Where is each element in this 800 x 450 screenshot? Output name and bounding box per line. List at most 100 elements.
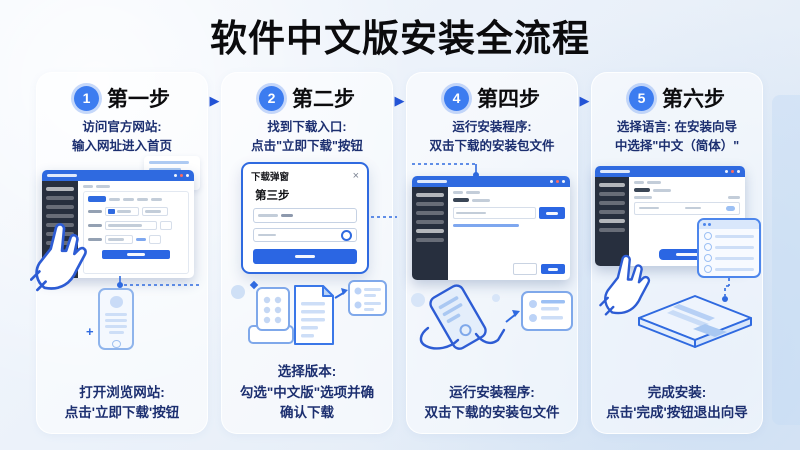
step-2-figure: 下载弹窗 × 第三步	[227, 160, 397, 352]
step-4-caption-line2: 点击'完成'按钮退出向导	[606, 404, 748, 420]
language-list-row	[634, 201, 740, 215]
step-1-badge: 1	[74, 85, 99, 111]
circle-decor	[411, 293, 425, 307]
option-card-illustration	[521, 291, 573, 331]
popup-input-1	[253, 208, 357, 223]
window-controls	[724, 169, 740, 174]
version-select-illustration	[231, 280, 387, 345]
step-1-figure: +	[30, 156, 202, 352]
close-icon: ×	[352, 169, 359, 182]
diamond-decor	[249, 280, 259, 290]
primary-button	[102, 250, 170, 259]
step-2-caption-line2: 勾选"中文版"选项并确	[239, 384, 375, 400]
tilted-phone-illustration	[429, 284, 487, 350]
confirm-button	[541, 264, 565, 274]
cancel-button	[513, 263, 537, 275]
toggle-icon	[726, 205, 735, 211]
step-1-title: 第一步	[107, 88, 170, 111]
step-1-caption-line1: 打开浏览网站:	[79, 384, 165, 400]
hand-icon	[419, 326, 460, 350]
step-2-caption-line3: 确认下载	[280, 404, 334, 420]
window-titlebar	[412, 176, 570, 187]
book-illustration	[638, 278, 752, 348]
step-3-caption-line2: 双击下载的安装包文件	[424, 404, 560, 420]
popup-header: 下载弹窗 ×	[251, 169, 359, 183]
popup-heading: 第三步	[255, 190, 290, 202]
form-row	[88, 235, 184, 244]
pointing-hand-icon	[599, 254, 651, 316]
step-1-desc-line2: 输入网址进入首页	[71, 138, 172, 153]
pointing-hand-icon	[30, 223, 87, 292]
language-card-illustration	[697, 218, 761, 278]
radio-icon	[341, 229, 352, 241]
step-column-4: 5 第六步 选择语言: 在安装向导 中选择"中文（简体）"	[591, 72, 763, 434]
search-row	[453, 207, 565, 219]
arrow-head-icon	[341, 288, 348, 295]
popup-title: 下载弹窗	[251, 172, 290, 183]
step-2-badge: 2	[259, 85, 284, 111]
step-1-caption-line2: 点击'立即下载'按钮	[64, 404, 180, 420]
dialog-footer	[453, 263, 565, 276]
step-4-desc-line1: 选择语言: 在安装向导	[616, 120, 738, 134]
connector-line	[371, 216, 397, 218]
keypad-illustration	[256, 287, 290, 331]
window-title-placeholder	[47, 173, 77, 178]
page-title: 软件中文版安装全流程	[210, 18, 590, 59]
step-4-caption: 完成安装: 点击'完成'按钮退出向导	[606, 383, 747, 426]
step-2-title: 第二步	[292, 88, 355, 111]
document-illustration	[294, 285, 334, 345]
step-4-title: 第六步	[662, 88, 725, 111]
hand-icon	[474, 328, 506, 345]
window-sidebar	[412, 187, 448, 280]
step-3-badge: 4	[444, 85, 469, 111]
step-3-desc-line1: 运行安装程序:	[452, 120, 532, 134]
phone-illustration	[98, 288, 134, 350]
step-3-description: 运行安装程序: 双击下载的安装包文件	[429, 118, 554, 160]
step-4-desc-line2: 中选择"中文（简体）"	[614, 138, 740, 153]
step-column-1: 1 第一步 访问官方网站: 输入网址进入首页	[30, 72, 208, 434]
step-2-desc-line1: 找到下载入口:	[267, 120, 347, 134]
window-controls	[549, 179, 565, 184]
step-1-header: 1 第一步	[74, 83, 170, 113]
window-titlebar	[595, 166, 745, 177]
window-content	[78, 181, 194, 278]
step-3-caption-line1: 运行安装程序:	[449, 384, 535, 400]
tabs-row	[88, 196, 184, 202]
step-4-caption-line1: 完成安装:	[647, 384, 707, 400]
step-4-description: 选择语言: 在安装向导 中选择"中文（简体）"	[615, 118, 739, 160]
step-2-caption: 选择版本: 勾选"中文版"选项并确 确认下载	[240, 362, 374, 425]
window-content	[629, 177, 745, 266]
circle-decor	[231, 285, 245, 299]
search-button	[539, 207, 565, 219]
step-3-header: 4 第四步	[444, 83, 540, 113]
step-1-description: 访问官方网站: 输入网址进入首页	[72, 118, 172, 160]
option-card-illustration	[348, 280, 387, 316]
next-button	[659, 249, 715, 260]
step-column-2: 2 第二步 找到下载入口: 点击"立即下载"按钮 下载弹窗 × 第三步	[221, 72, 397, 434]
arrow-right-icon: ▶	[579, 93, 590, 108]
popup-input-2	[253, 227, 357, 243]
step-2-caption-line1: 选择版本:	[277, 364, 337, 380]
plus-decor: +	[86, 324, 94, 339]
circle-decor	[492, 294, 500, 302]
run-installer-illustration	[411, 284, 573, 350]
step-3-caption: 运行安装程序: 双击下载的安装包文件	[425, 383, 560, 426]
step-4-figure	[595, 160, 761, 352]
app-window-step3	[412, 176, 570, 280]
window-titlebar	[42, 170, 194, 181]
window-controls	[173, 173, 189, 178]
steps-row: 1 第一步 访问官方网站: 输入网址进入首页	[30, 72, 766, 434]
step-3-title: 第四步	[477, 88, 540, 111]
step-3-desc-line2: 双击下载的安装包文件	[429, 138, 555, 153]
form-row	[88, 207, 184, 216]
connector-line	[724, 278, 730, 296]
arrow-right-icon: ▶	[394, 93, 405, 108]
step-1-desc-line1: 访问官方网站:	[82, 120, 162, 134]
step-2-header: 2 第二步	[259, 83, 355, 113]
popup-confirm-button	[253, 249, 357, 265]
step-3-figure	[411, 160, 573, 352]
step-1-caption: 打开浏览网站: 点击'立即下载'按钮	[65, 383, 179, 426]
window-content	[448, 187, 570, 280]
step-2-desc-line2: 点击"立即下载"按钮	[251, 138, 363, 153]
step-4-badge: 5	[629, 85, 654, 111]
